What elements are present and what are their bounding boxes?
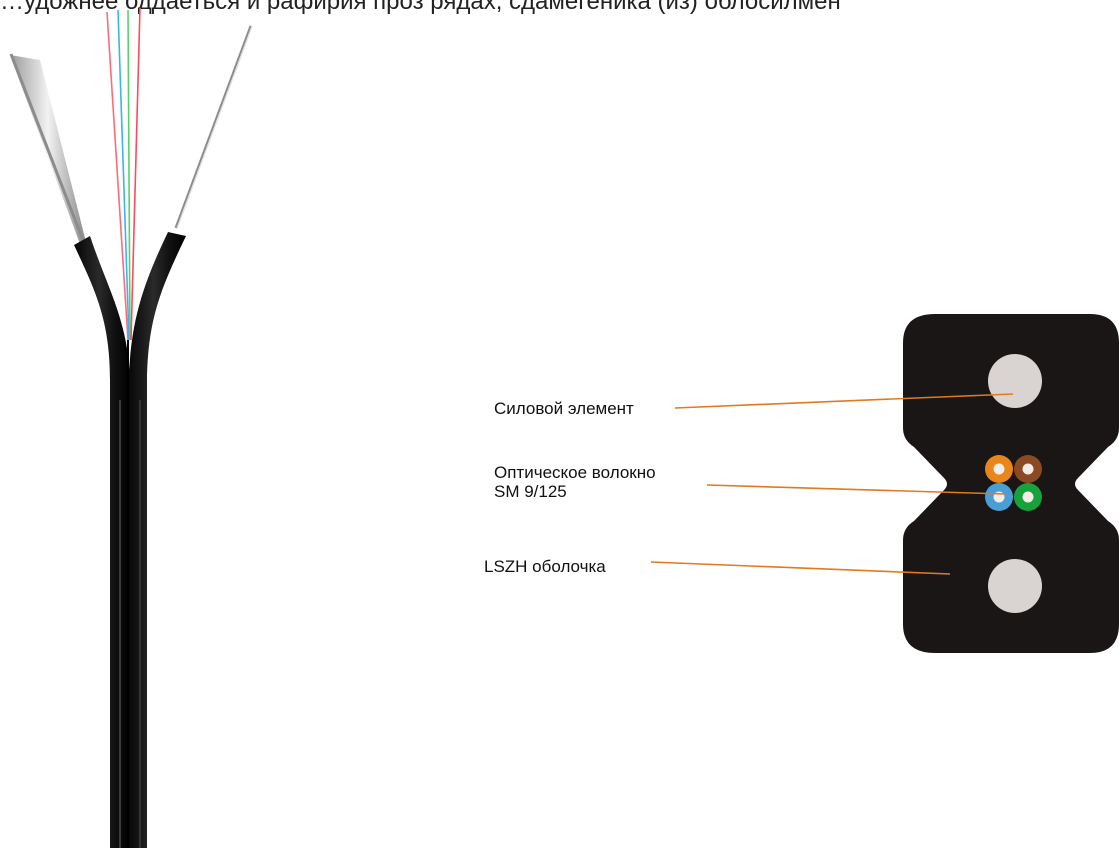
- leader-line-sheath: [650, 561, 951, 575]
- label-optical-fiber-line2: SM 9/125: [494, 482, 567, 501]
- strength-rod-top: [988, 354, 1042, 408]
- fiber-red-1: [106, 11, 129, 341]
- cable-photo: [9, 7, 253, 848]
- leader-line-fiber: [706, 484, 1006, 495]
- label-optical-fiber-line1: Оптическое волокно: [494, 463, 656, 482]
- strength-rod-bottom: [988, 559, 1042, 613]
- fiber-blue: [117, 9, 130, 341]
- jacket-branch-right: [127, 232, 186, 848]
- top-caption: …удожнее оддаеться и рафирия проз рядах,…: [0, 0, 841, 15]
- fiber-green: [127, 9, 131, 341]
- jacket-branch-left: [74, 236, 130, 848]
- jacket-cross-section: [903, 314, 1119, 653]
- leader-line-strength: [674, 393, 1014, 409]
- label-sheath: LSZH оболочка: [484, 557, 606, 576]
- fiber-red-2: [130, 7, 141, 341]
- label-strength-member: Силовой элемент: [494, 399, 634, 418]
- label-optical-fiber: Оптическое волокно SM 9/125: [494, 463, 656, 501]
